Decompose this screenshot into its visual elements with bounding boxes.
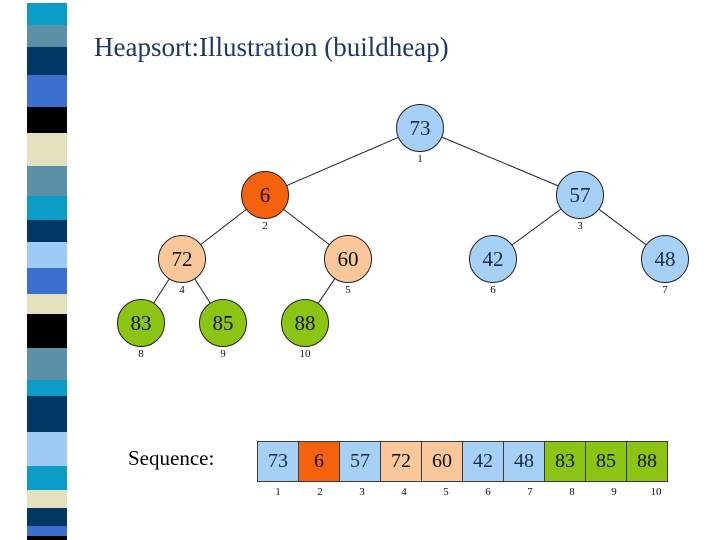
sequence-cell-index-4: 4 [401, 486, 407, 498]
strip-block [27, 220, 67, 242]
sequence-cell-index-8: 8 [569, 486, 575, 498]
sequence-cell-5: 60 [421, 441, 463, 482]
strip-block [27, 490, 67, 508]
strip-block [27, 466, 67, 490]
strip-block [27, 314, 67, 348]
strip-block [27, 133, 67, 166]
sequence-index-row: 1 2 3 4 5 6 7 8 9 10 [257, 486, 677, 498]
tree-edge-3-7 [598, 209, 647, 245]
tree-node-9: 85 [199, 299, 247, 347]
sequence-cell-7: 48 [503, 441, 545, 482]
strip-block [27, 508, 67, 526]
sequence-cell-1: 73 [257, 441, 299, 482]
strip-block [27, 242, 67, 268]
page-title: Heapsort:Illustration (buildheap) [94, 32, 449, 62]
tree-node-index-1: 1 [417, 153, 423, 165]
tree-node-index-4: 4 [179, 284, 185, 296]
tree-node-index-3: 3 [577, 220, 583, 232]
decorative-color-strip [27, 0, 67, 540]
strip-block [27, 536, 67, 540]
sequence-cell-4: 72 [380, 441, 422, 482]
sequence-cell-index-5: 5 [443, 486, 449, 498]
tree-node-index-10: 10 [299, 348, 311, 360]
tree-node-2: 6 [241, 171, 289, 219]
sequence-cell-index-1: 1 [275, 486, 281, 498]
sequence-cell-2: 6 [298, 441, 340, 482]
tree-edge-2-4 [200, 209, 247, 245]
sequence-cell-index-3: 3 [359, 486, 365, 498]
tree-edge-2-5 [283, 209, 330, 245]
strip-block [27, 396, 67, 432]
sequence-cell-index-7: 7 [527, 486, 533, 498]
tree-node-index-6: 6 [490, 284, 496, 296]
tree-node-index-9: 9 [220, 348, 226, 360]
strip-block [27, 380, 67, 396]
tree-node-3: 57 [556, 171, 604, 219]
strip-block [27, 0, 67, 3]
sequence-cell-6: 42 [462, 441, 504, 482]
tree-node-8: 83 [117, 299, 165, 347]
sequence-cell-3: 57 [339, 441, 381, 482]
tree-edge-4-8 [153, 278, 170, 304]
tree-node-10: 88 [281, 299, 329, 347]
strip-block [27, 526, 67, 536]
strip-block [27, 348, 67, 380]
strip-block [27, 294, 67, 314]
strip-block [27, 166, 67, 196]
sequence-cell-index-2: 2 [317, 486, 323, 498]
sequence-cell-index-6: 6 [485, 486, 491, 498]
tree-edge-4-9 [194, 278, 211, 304]
tree-node-index-5: 5 [345, 284, 351, 296]
strip-block [27, 196, 67, 220]
sequence-cell-9: 85 [585, 441, 627, 482]
sequence-label: Sequence: [128, 446, 215, 470]
strip-block [27, 107, 67, 133]
strip-block [27, 432, 67, 466]
tree-node-index-7: 7 [662, 284, 668, 296]
tree-node-1: 73 [396, 104, 444, 152]
strip-block [27, 268, 67, 294]
sequence-cell-8: 83 [544, 441, 586, 482]
tree-node-5: 60 [324, 235, 372, 283]
sequence-cell-index-10: 10 [650, 486, 662, 498]
tree-node-7: 48 [641, 235, 689, 283]
tree-edge-1-3 [441, 136, 559, 187]
tree-node-index-2: 2 [262, 220, 268, 232]
tree-edge-3-6 [512, 208, 561, 246]
tree-edge-1-2 [286, 137, 399, 186]
strip-block [27, 75, 67, 107]
strip-block [27, 3, 67, 25]
tree-node-6: 42 [469, 235, 517, 283]
sequence-cell-10: 88 [626, 441, 668, 482]
tree-node-index-8: 8 [138, 348, 144, 360]
tree-edge-5-10 [317, 278, 336, 304]
sequence-cell-index-9: 9 [611, 486, 617, 498]
tree-node-4: 72 [158, 235, 206, 283]
strip-block [27, 47, 67, 75]
strip-block [27, 25, 67, 47]
